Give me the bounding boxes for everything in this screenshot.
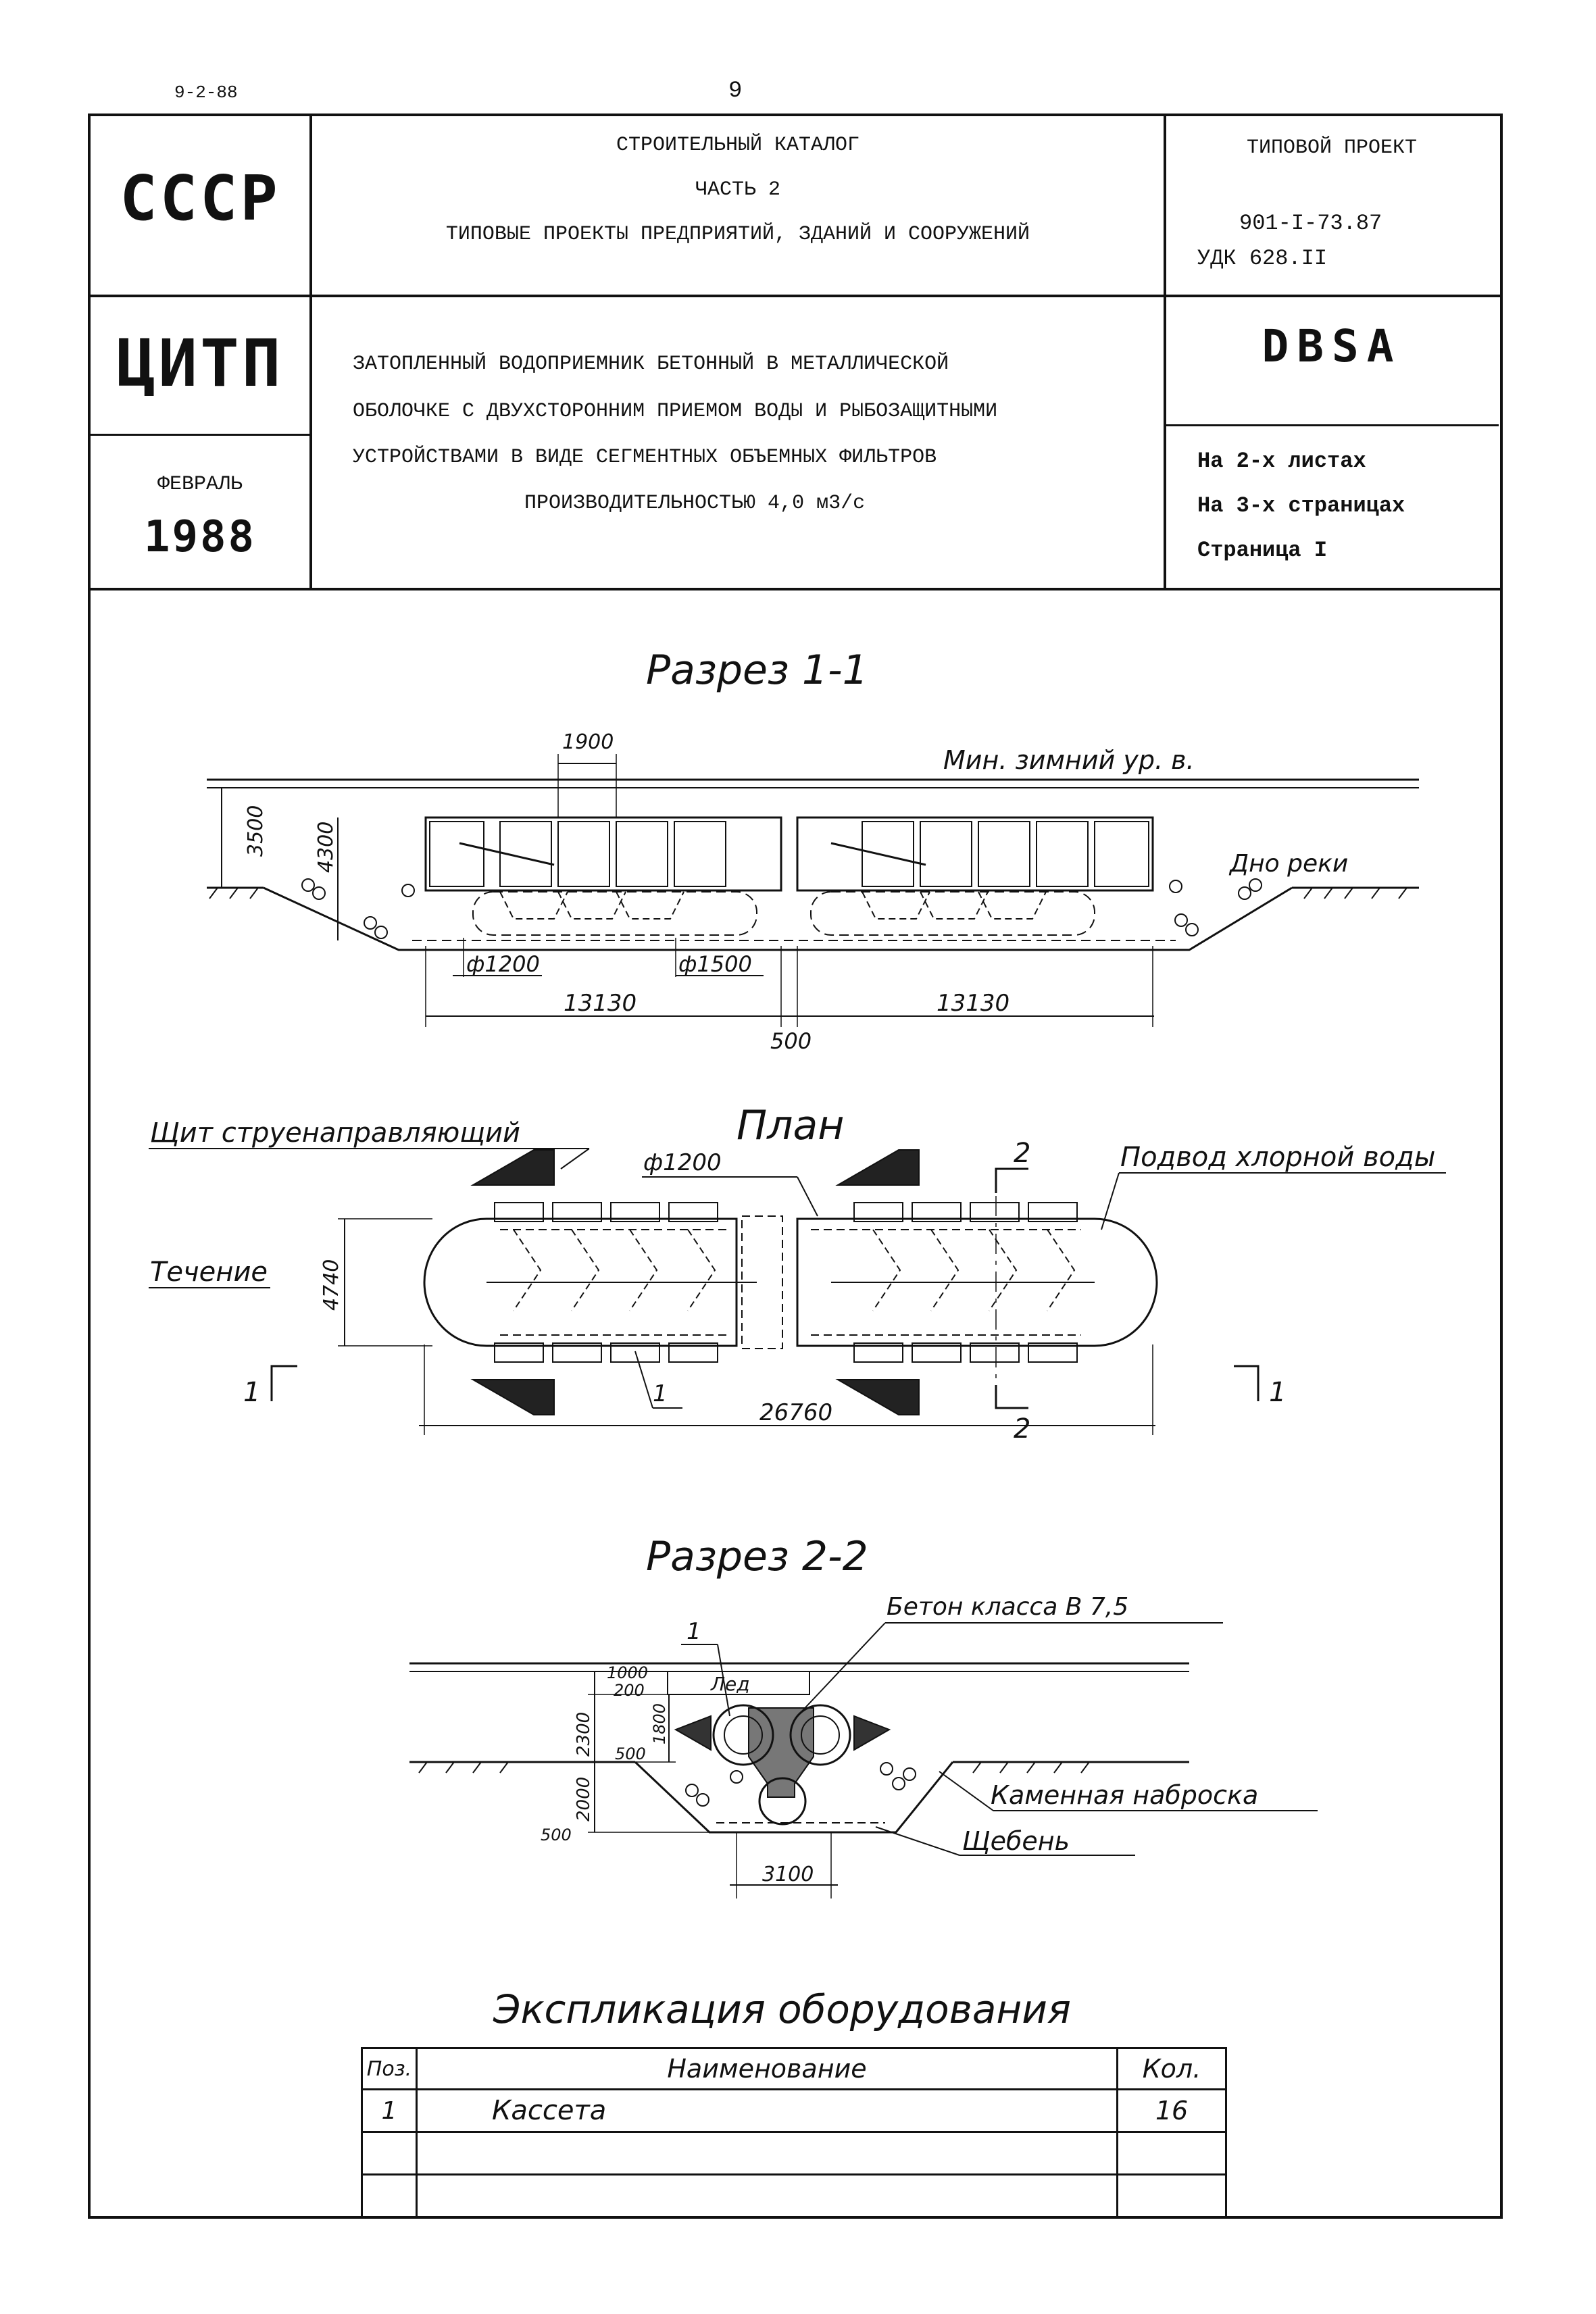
gap-dim: 500 (770, 1028, 812, 1054)
plan-title: План (737, 1102, 844, 1149)
chlorine-supply-label: Подвод хлорной воды (1120, 1142, 1435, 1173)
page-number: 9 (728, 78, 743, 104)
plan-total-length: 26760 (759, 1399, 832, 1426)
section-1-1-title: Разрез 1-1 (646, 647, 868, 694)
table-header-row: Поз. Наименование Кол. (361, 2047, 1227, 2090)
river-bottom-label: Дно реки (1228, 850, 1348, 878)
pipe-1200-label: ф1200 (466, 951, 540, 977)
sheet-code: 9-2-88 (174, 82, 238, 103)
section-mark-1-left: 1 (243, 1377, 260, 1408)
sheets-count: На 2-х листах (1197, 449, 1366, 474)
dim-2300: 2300 (574, 1712, 594, 1757)
col-name-header: Наименование (416, 2047, 1118, 2090)
type-label: ТИПОВОЙ ПРОЕКТ (1246, 136, 1418, 159)
page-index: Страница I (1197, 538, 1328, 563)
cell-qty: 16 (1116, 2088, 1227, 2133)
cell-pos (361, 2131, 418, 2175)
dim-height: 4300 (314, 822, 338, 873)
cell-pos (361, 2173, 418, 2218)
section-1-1 (207, 754, 1419, 1027)
year-label: 1988 (143, 512, 257, 562)
dim-cell-width: 1900 (562, 730, 614, 754)
divider (309, 114, 312, 589)
month-label: ФЕВРАЛЬ (157, 473, 243, 496)
plan-pipe-label: ф1200 (643, 1149, 722, 1176)
divider (88, 295, 1500, 297)
drawing-code: DBSA (1262, 320, 1402, 372)
cell-pos: 1 (361, 2088, 418, 2133)
cell-qty (1116, 2173, 1227, 2218)
col-pos-header: Поз. (361, 2047, 418, 2090)
section-2-2 (409, 1622, 1318, 1898)
dim-depth: 3500 (244, 805, 268, 857)
cell-name (416, 2173, 1118, 2218)
concrete-class-label: Бетон класса В 7,5 (887, 1593, 1128, 1621)
dim-1800: 1800 (650, 1703, 669, 1744)
cell-qty (1116, 2131, 1227, 2175)
title-line-4: ПРОИЗВОДИТЕЛЬНОСТЬЮ 4,0 м3/с (524, 492, 866, 515)
catalog-line-1: СТРОИТЕЛЬНЫЙ КАТАЛОГ (616, 134, 860, 157)
cell-name: Кассета (416, 2088, 1118, 2133)
catalog-line-3: ТИПОВЫЕ ПРОЕКТЫ ПРЕДПРИЯТИЙ, ЗДАНИЙ И СО… (445, 223, 1030, 246)
project-number: 901-I-73.87 (1239, 211, 1382, 236)
title-line-3: УСТРОЙСТВАМИ В ВИДЕ СЕГМЕНТНЫХ ОБЪЕМНЫХ … (353, 446, 937, 469)
divider (1164, 424, 1499, 426)
plan-item-ref: 1 (653, 1380, 668, 1407)
cell-name (416, 2131, 1118, 2175)
section2-item-ref: 1 (687, 1618, 701, 1645)
explication-title: Экспликация оборудования (493, 1986, 1071, 2032)
stone-fill-label: Каменная наброска (991, 1780, 1258, 1810)
section-mark-2-top: 2 (1014, 1138, 1030, 1169)
plan-view (149, 1148, 1446, 1435)
udk-code: УДК 628.II (1197, 246, 1328, 271)
dim-200: 200 (614, 1681, 645, 1700)
length-right: 13130 (937, 990, 1009, 1017)
divider (1164, 114, 1166, 589)
explication-table: Поз. Наименование Кол. 1 Кассета 16 (361, 2047, 1227, 2218)
gravel-label: Щебень (962, 1826, 1070, 1856)
dim-500-a: 500 (615, 1744, 646, 1763)
sheet-frame (88, 114, 1503, 2219)
dim-1000: 1000 (607, 1663, 648, 1682)
pipe-1500-label: ф1500 (678, 951, 752, 977)
ice-label: Лед (710, 1673, 750, 1695)
pages-count: На 3-х страницах (1197, 493, 1405, 518)
flow-label: Течение (150, 1257, 268, 1288)
dim-500-b: 500 (541, 1826, 572, 1844)
table-row (361, 2131, 1227, 2175)
length-left: 13130 (564, 990, 637, 1017)
divider (88, 434, 311, 436)
dim-2000: 2000 (574, 1777, 594, 1821)
min-winter-level-label: Мин. зимний ур. в. (943, 745, 1195, 775)
section-mark-1-right: 1 (1269, 1377, 1286, 1408)
title-line-2: ОБОЛОЧКЕ С ДВУХСТОРОННИМ ПРИЕМОМ ВОДЫ И … (353, 400, 998, 423)
org-label: ЦИТП (116, 326, 284, 401)
divider (88, 588, 1500, 590)
section-2-2-title: Разрез 2-2 (646, 1533, 868, 1580)
section-mark-2-bottom: 2 (1014, 1413, 1030, 1444)
shield-label: Щит струенаправляющий (150, 1117, 520, 1149)
catalog-line-2: ЧАСТЬ 2 (695, 178, 781, 201)
title-line-1: ЗАТОПЛЕННЫЙ ВОДОПРИЕМНИК БЕТОННЫЙ В МЕТА… (353, 353, 949, 376)
country-label: СССР (120, 162, 280, 234)
col-qty-header: Кол. (1116, 2047, 1227, 2090)
plan-width-dim: 4740 (320, 1259, 343, 1311)
dim-3100: 3100 (762, 1863, 814, 1886)
table-row (361, 2173, 1227, 2218)
table-row: 1 Кассета 16 (361, 2088, 1227, 2133)
